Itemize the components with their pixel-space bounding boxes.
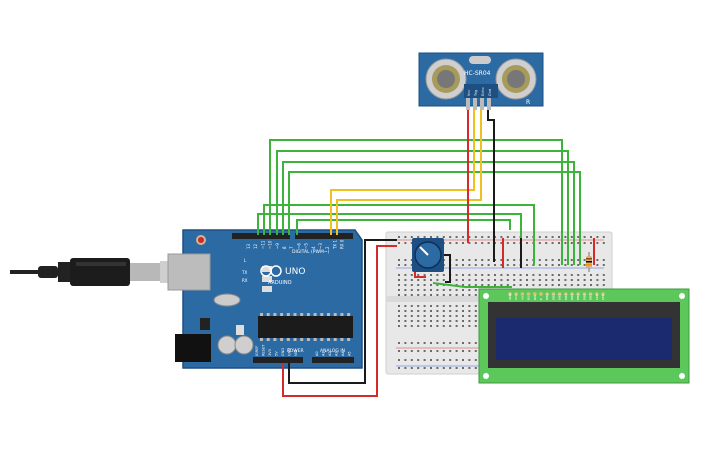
power-pin-label: RESET — [262, 344, 266, 356]
sensor-model-label: HC-SR04 — [464, 70, 491, 77]
lcd-pin-label: DB0 — [545, 294, 549, 300]
analog-pin-label: A2 — [328, 351, 332, 356]
digital-pin-label: ~5 — [304, 243, 309, 249]
rx-label: RX — [242, 278, 248, 283]
lcd-pin-label: GND — [508, 292, 512, 300]
led-l-label: L — [244, 258, 247, 263]
arduino-uno-label: UNO — [285, 267, 305, 277]
analog-pin-label: A4 — [341, 351, 345, 356]
digital-pin-label: ~10 — [268, 240, 273, 249]
arduino-board: UNO ARDUINO DIGITAL (PWM~) POWER ANALOG … — [167, 229, 363, 369]
digital-pin-label: 13 — [246, 243, 251, 249]
digital-pin-label: ~9 — [275, 243, 280, 249]
lcd-pin-label: DB7 — [589, 294, 593, 300]
black-wires — [288, 110, 522, 384]
usb-port — [167, 253, 211, 291]
lcd-pin-label: DB5 — [576, 294, 580, 300]
yellow-wires — [330, 110, 482, 235]
lcd-pin-label: DB6 — [582, 294, 586, 300]
power-header-label: POWER — [287, 348, 304, 354]
power-pin-label: 3V3 — [268, 349, 272, 356]
sensor-pin-label: Trig — [474, 90, 478, 97]
lcd-pin-label: DB1 — [551, 294, 555, 300]
resistor-icon — [586, 252, 592, 272]
analog-pin-label: A0 — [315, 351, 319, 356]
analog-pin-label: A3 — [335, 351, 339, 356]
digital-header-left — [232, 233, 290, 239]
digital-pin-label: 8 — [282, 246, 287, 249]
sensor-pin-label: Echo — [481, 88, 485, 97]
lcd-pin-label: RS — [527, 296, 531, 300]
lcd-pin-label: DB2 — [558, 294, 562, 300]
potentiometer-icon — [412, 238, 444, 272]
arduino-logo — [260, 265, 282, 277]
analog-pin-label: A5 — [348, 351, 352, 356]
digital-pin-label: TX 1 — [332, 240, 337, 250]
digital-pin-label: 7 — [289, 246, 294, 249]
digital-header-right — [295, 233, 353, 239]
sensor-pin-label: Gnd — [488, 89, 492, 96]
lcd-pin-label: V0 — [520, 296, 524, 300]
power-pin-label: VIN — [294, 350, 298, 356]
lcd-pin-label: LED — [601, 293, 605, 300]
power-pin-label: GND — [288, 348, 292, 356]
lcd-pin-label: DB4 — [570, 294, 574, 300]
analog-header-label: ANALOG IN — [320, 348, 345, 354]
lcd-pin-label: DB3 — [564, 294, 568, 300]
digital-pin-label: 12 — [253, 243, 258, 249]
lcd-pin-label: LED — [595, 293, 599, 300]
lcd-pin-label: RW — [533, 295, 537, 300]
lcd-pin-label: VCC — [514, 294, 518, 300]
atmega-chip — [258, 316, 353, 338]
digital-pin-label: ~11 — [260, 240, 265, 249]
digital-header-label: DIGITAL (PWM~) — [292, 249, 330, 255]
digital-pin-label: 4 — [311, 246, 316, 249]
green-wires — [257, 139, 581, 288]
arduino-brand-label: ARDUINO — [268, 280, 292, 286]
digital-pin-label: ~6 — [296, 243, 301, 249]
power-jack — [175, 334, 211, 362]
digital-pin-label: RX 0 — [340, 239, 345, 249]
lcd-pin-label: E — [539, 298, 543, 300]
power-header — [253, 357, 303, 363]
digital-pin-label: 2 — [325, 246, 330, 249]
digital-pin-label: ~3 — [318, 243, 323, 249]
power-pin-label: GND — [281, 348, 285, 356]
analog-header — [312, 357, 354, 363]
analog-pin-label: A1 — [322, 351, 326, 356]
usb-cable-icon — [10, 258, 190, 286]
lcd-screen — [496, 318, 672, 360]
power-pin-label: IOREF — [255, 346, 259, 356]
sensor-pin-label: Vcc — [467, 90, 471, 96]
power-pin-label: 5V — [275, 351, 279, 356]
tx-label: TX — [241, 270, 247, 275]
sensor-corner-label: R — [526, 99, 530, 106]
